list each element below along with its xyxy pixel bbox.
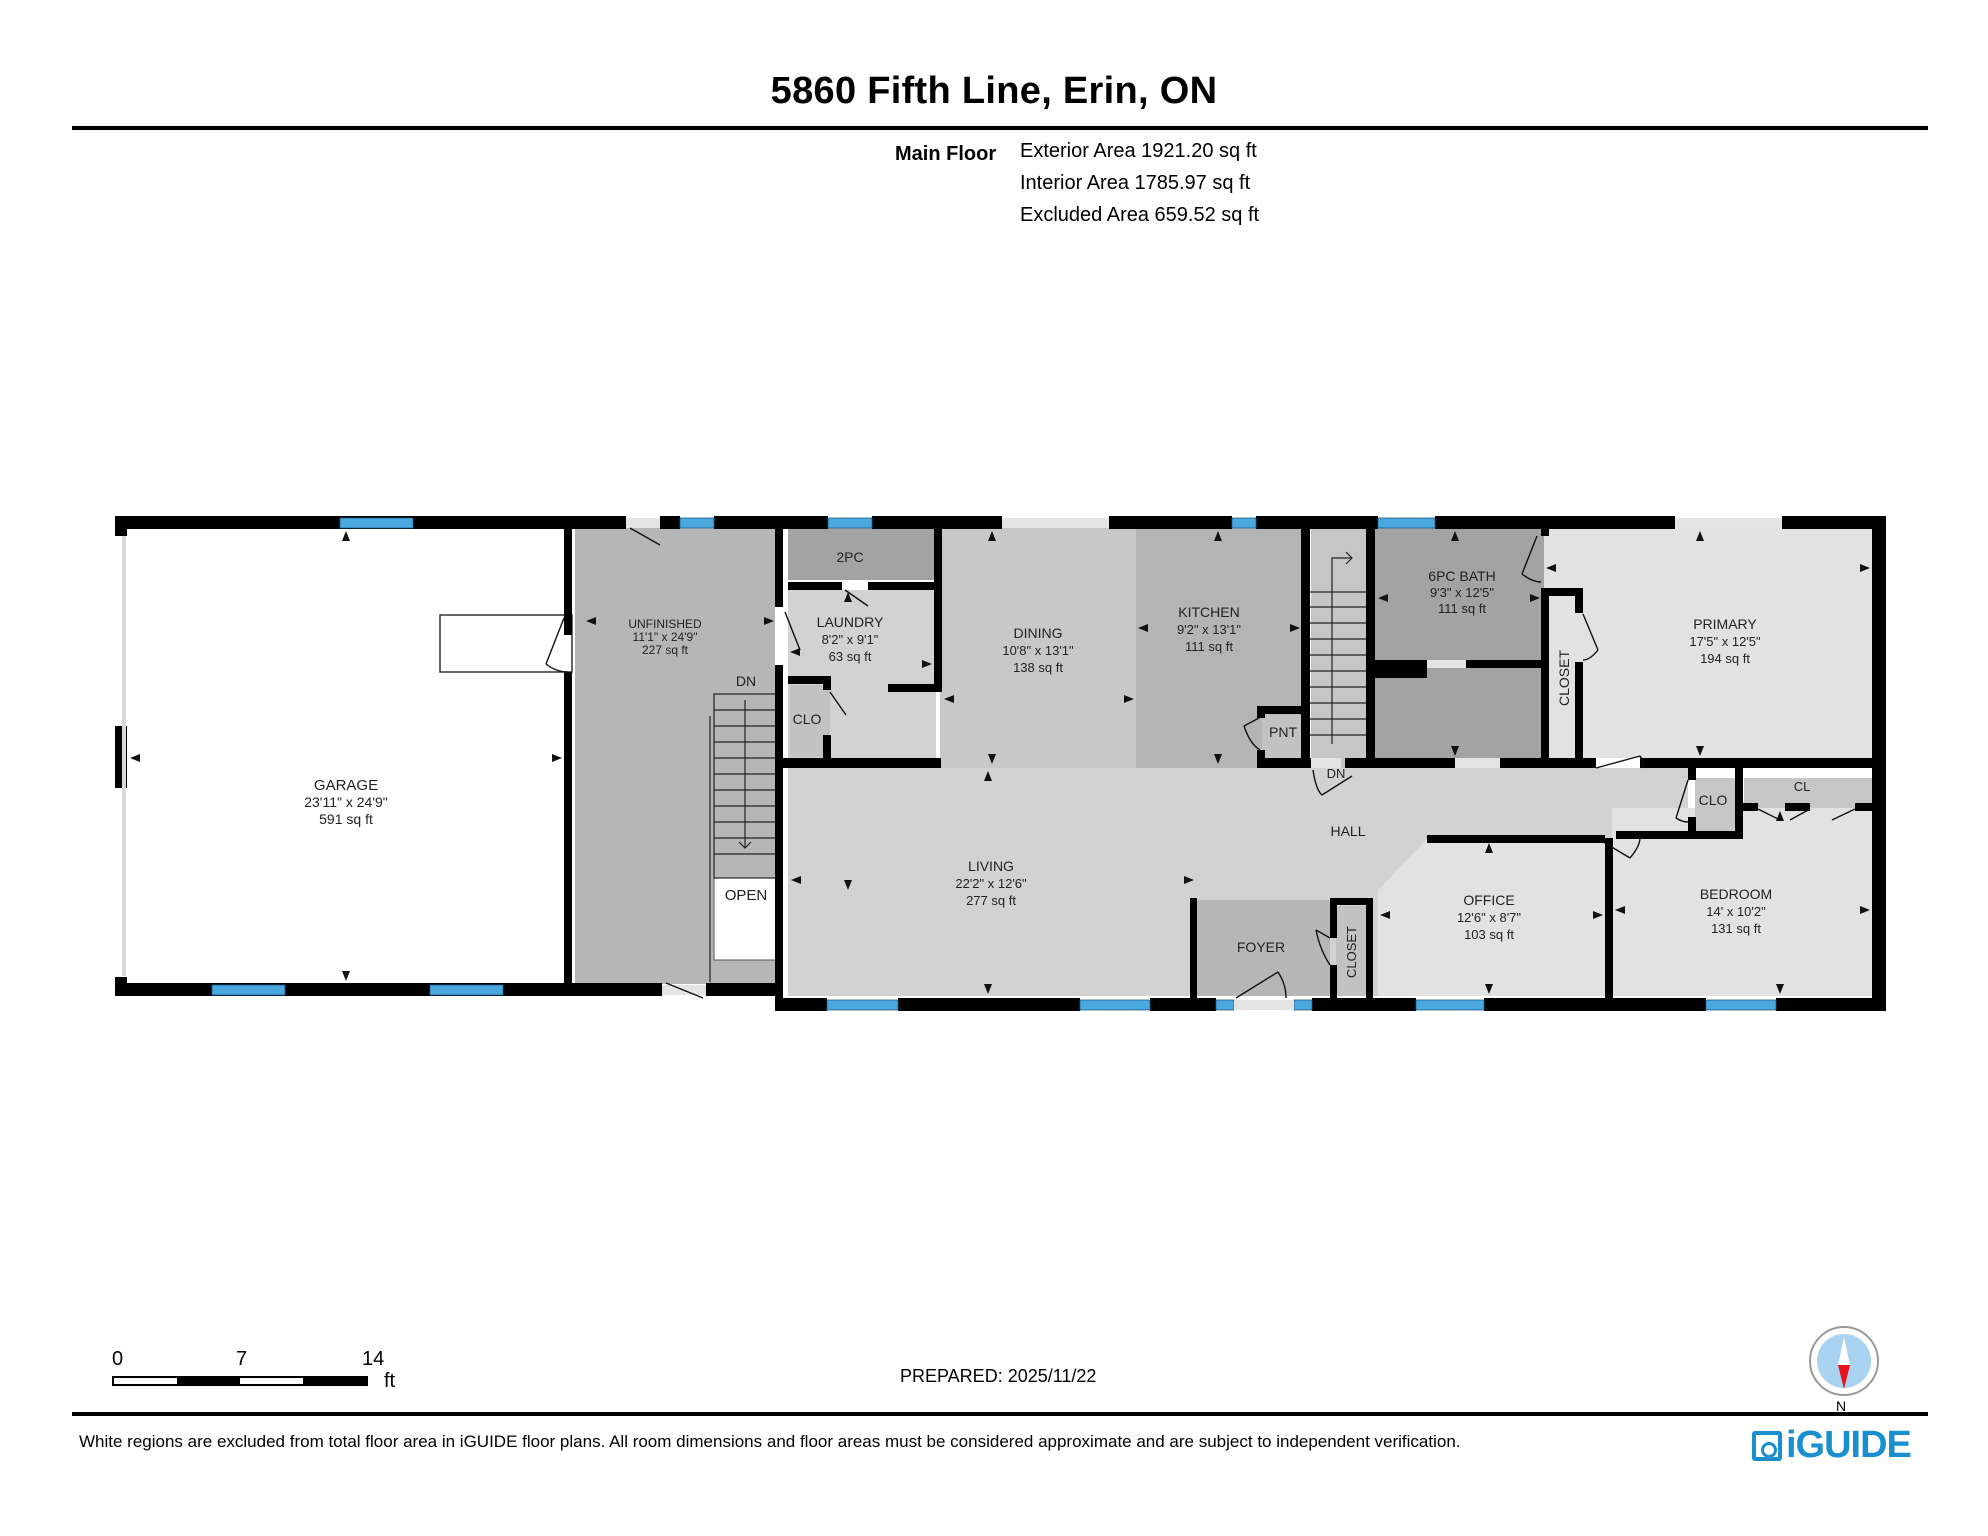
iguide-logo: iGUIDE [1752, 1424, 1912, 1467]
stair-right-label: DN [1327, 766, 1346, 781]
pantry-name: PNT [1269, 724, 1297, 740]
office-name: OFFICE [1463, 892, 1514, 908]
kitchen-name: KITCHEN [1178, 604, 1239, 620]
window [339, 517, 414, 529]
office-area: 103 sq ft [1464, 927, 1514, 942]
bedroom-name: BEDROOM [1700, 886, 1772, 902]
laundry-name: LAUNDRY [817, 614, 884, 630]
window [211, 984, 286, 996]
compass-north-label: N [1836, 1398, 1847, 1414]
header-divider [72, 126, 1928, 130]
scale-tick-7: 7 [236, 1348, 248, 1370]
clo-hall-name: CLO [1699, 792, 1728, 808]
prepared-date: PREPARED: 2025/11/22 [900, 1366, 1097, 1386]
window [826, 999, 899, 1011]
living-area: 277 sq ft [966, 893, 1016, 908]
window [1215, 999, 1235, 1011]
office-dims: 12'6" x 8'7" [1457, 910, 1521, 925]
hall-name: HALL [1330, 823, 1365, 839]
exterior-area: Exterior Area 1921.20 sq ft [1020, 140, 1257, 162]
primary-dims: 17'5" x 12'5" [1689, 634, 1761, 649]
doors [545, 527, 1856, 999]
iguide-logo-icon [1752, 1430, 1782, 1461]
disclaimer: White regions are excluded from total fl… [79, 1432, 1461, 1451]
two-pc-name: 2PC [836, 549, 863, 565]
garage-area: 591 sq ft [319, 811, 373, 827]
window [827, 517, 873, 529]
window [1377, 517, 1436, 529]
floor-label: Main Floor [895, 143, 997, 165]
garage-fill [128, 528, 568, 984]
window [679, 517, 715, 529]
laundry-area: 63 sq ft [829, 649, 872, 664]
window [1705, 999, 1777, 1011]
laundry-dims: 8'2" x 9'1" [822, 632, 879, 647]
window [429, 984, 504, 996]
living-name: LIVING [968, 858, 1014, 874]
window [1415, 999, 1485, 1011]
interior-area: Interior Area 1785.97 sq ft [1020, 172, 1251, 194]
dining-name: DINING [1014, 625, 1063, 641]
stair-left-label: DN [736, 673, 756, 689]
garage-dims: 23'11" x 24'9" [304, 794, 388, 810]
window [1079, 999, 1151, 1011]
compass-icon [1809, 1326, 1879, 1396]
stair-left [709, 693, 777, 982]
office-fill [1378, 838, 1608, 996]
garage-name: GARAGE [314, 777, 378, 794]
cl-bedroom-name: CL [1794, 779, 1811, 794]
walls [115, 516, 1886, 1011]
scale-tick-14: 14 [362, 1348, 385, 1370]
open-label: OPEN [725, 887, 768, 904]
two-pc-fill [788, 528, 936, 580]
stair-right [1303, 551, 1366, 744]
bath-name: 6PC BATH [1428, 568, 1495, 584]
bedroom-fill [1612, 808, 1872, 996]
kitchen-dims: 9'2" x 13'1" [1177, 622, 1241, 637]
living-dims: 22'2" x 12'6" [955, 876, 1027, 891]
unfinished-dims: 11'1" x 24'9" [633, 630, 698, 644]
room-labels: GARAGE 23'11" x 24'9" 591 sq ft UNFINISH… [304, 549, 1810, 978]
dining-area: 138 sq ft [1013, 660, 1063, 675]
unfinished-area: 227 sq ft [642, 643, 689, 657]
bedroom-dims: 14' x 10'2" [1706, 904, 1766, 919]
windows [211, 517, 1777, 1011]
footer-divider [72, 1412, 1928, 1416]
excluded-area: Excluded Area 659.52 sq ft [1020, 204, 1260, 226]
page-title: 5860 Fifth Line, Erin, ON [770, 70, 1218, 112]
primary-fill [1544, 528, 1872, 758]
closet-primary-name: CLOSET [1556, 650, 1572, 706]
primary-name: PRIMARY [1693, 616, 1757, 632]
foyer-name: FOYER [1237, 939, 1285, 955]
kitchen-area: 111 sq ft [1185, 639, 1233, 654]
open-area [713, 877, 777, 961]
iguide-logo-text: iGUIDE [1786, 1424, 1912, 1466]
primary-area: 194 sq ft [1700, 651, 1750, 666]
closet-foyer-name: CLOSET [1344, 926, 1359, 978]
foyer-fill [1196, 900, 1330, 996]
clo-left-name: CLO [793, 711, 822, 727]
clo-hall-fill [1695, 778, 1735, 836]
garage-step [439, 614, 573, 673]
pantry-fill [1262, 715, 1304, 763]
scale-unit: ft [384, 1370, 396, 1392]
dining-dims: 10'8" x 13'1" [1002, 643, 1074, 658]
measurement-markers [130, 531, 1870, 994]
bath-dims: 9'3" x 12'5" [1430, 585, 1494, 600]
window [1293, 999, 1313, 1011]
unfinished-name: UNFINISHED [628, 617, 702, 631]
dining-fill [940, 528, 1136, 768]
room-fills [128, 528, 1872, 996]
bath-area: 111 sq ft [1438, 601, 1486, 616]
stair-right-fill [1311, 528, 1368, 768]
window [1231, 517, 1257, 529]
bedroom-area: 131 sq ft [1711, 921, 1761, 936]
closet-foyer-fill [1336, 906, 1366, 996]
scale-tick-0: 0 [112, 1348, 124, 1370]
